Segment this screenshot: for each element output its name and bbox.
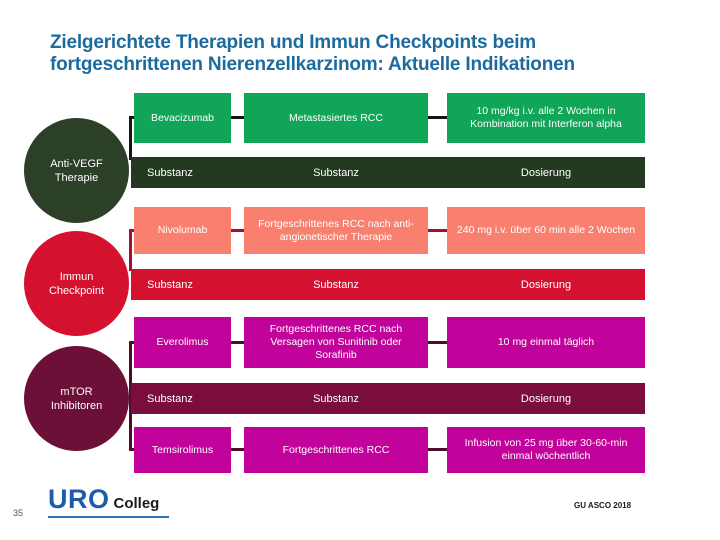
bracket-line (129, 116, 132, 160)
footer-citation: GU ASCO 2018 (574, 501, 632, 510)
indication-box: Fortgeschrittenes RCC (244, 427, 428, 473)
category-circle-label: mTOR Inhibitoren (50, 385, 103, 412)
substanz-header-label: Substanz (313, 278, 359, 291)
substanz-header-label: Substanz (313, 392, 359, 405)
dosierung-header-label: Dosierung (520, 392, 572, 405)
page-title: Zielgerichtete Therapien und Immun Check… (50, 32, 575, 75)
dosage-box: 10 mg einmal täglich (447, 317, 645, 368)
indication-box: Fortgeschrittenes RCC nach anti-angionet… (244, 207, 428, 254)
drug-name-box: Bevacizumab (134, 93, 231, 143)
category-circle-immun-checkpoint: Immun Checkpoint (24, 231, 129, 336)
substanz-header-label: Substanz (147, 278, 193, 291)
bracket-line (129, 341, 132, 451)
substanz-header-label: Substanz (313, 166, 359, 179)
logo-underline (48, 516, 169, 518)
substance-header-bar: Substanz Substanz Dosierung (131, 269, 645, 300)
dosierung-header-label: Dosierung (520, 166, 572, 179)
substance-header-bar: Substanz Substanz Dosierung (131, 383, 645, 414)
dosage-box: 240 mg i.v. über 60 min alle 2 Wochen (447, 207, 645, 254)
page-number: 35 (13, 508, 24, 518)
category-circle-anti-vegf: Anti-VEGF Therapie (24, 118, 129, 223)
category-circle-label: Immun Checkpoint (48, 270, 105, 297)
dosierung-header-label: Dosierung (520, 278, 572, 291)
logo-text-primary: URO (48, 484, 110, 514)
indication-box: Metastasiertes RCC (244, 93, 428, 143)
drug-name-box: Temsirolimus (134, 427, 231, 473)
substance-header-bar: Substanz Substanz Dosierung (131, 157, 645, 188)
category-circle-label: Anti-VEGF Therapie (50, 157, 103, 184)
category-circle-mtor: mTOR Inhibitoren (24, 346, 129, 451)
logo-text-secondary: Colleg (113, 495, 160, 512)
indication-box: Fortgeschrittenes RCC nach Versagen von … (244, 317, 428, 368)
dosage-box: Infusion von 25 mg über 30-60-min einmal… (447, 427, 645, 473)
drug-name-box: Everolimus (134, 317, 231, 368)
dosage-box: 10 mg/kg i.v. alle 2 Wochen in Kombinati… (447, 93, 645, 143)
substanz-header-label: Substanz (147, 392, 193, 405)
substanz-header-label: Substanz (147, 166, 193, 179)
drug-name-box: Nivolumab (134, 207, 231, 254)
bracket-line (129, 229, 132, 271)
